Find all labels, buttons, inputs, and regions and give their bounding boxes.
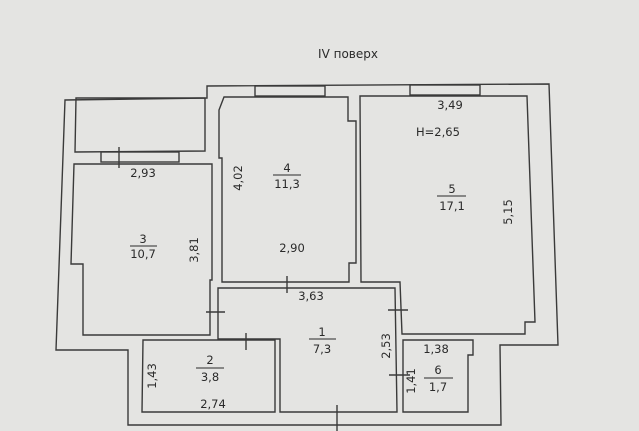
svg-text:3,8: 3,8 xyxy=(201,370,219,384)
svg-text:1: 1 xyxy=(318,325,325,339)
ceiling-height: H=2,65 xyxy=(416,125,460,139)
room-label-4: 4 11,3 xyxy=(273,161,301,191)
room-1 xyxy=(217,287,398,413)
dim-room3-height: 3,81 xyxy=(187,237,201,263)
room-6 xyxy=(402,339,474,413)
dim-room1-width: 3,63 xyxy=(298,289,324,303)
svg-text:17,1: 17,1 xyxy=(439,199,465,213)
dim-room2-height: 1,43 xyxy=(145,363,159,389)
room-label-3: 3 10,7 xyxy=(130,232,157,261)
svg-text:1,7: 1,7 xyxy=(429,380,447,394)
dim-room5-height: 5,15 xyxy=(501,199,515,225)
room-2 xyxy=(141,339,276,413)
dim-room1-height: 2,53 xyxy=(379,333,393,359)
svg-text:11,3: 11,3 xyxy=(274,177,300,191)
svg-text:4: 4 xyxy=(283,161,290,175)
room-label-6: 6 1,7 xyxy=(424,363,453,394)
room-label-1: 1 7,3 xyxy=(309,325,336,356)
window xyxy=(100,151,180,163)
window xyxy=(409,84,481,96)
outer-wall xyxy=(55,83,559,426)
svg-text:10,7: 10,7 xyxy=(130,247,156,261)
dim-room6-height: 1,41 xyxy=(404,368,418,394)
dim-room2-width: 2,74 xyxy=(200,397,226,411)
dim-room4-height: 4,02 xyxy=(231,165,245,191)
dim-room4-width: 2,90 xyxy=(279,241,305,255)
door-marks xyxy=(118,147,410,431)
room-4 xyxy=(218,96,357,283)
svg-text:3: 3 xyxy=(139,232,146,246)
svg-text:5: 5 xyxy=(448,182,455,196)
room-5 xyxy=(359,95,536,335)
room-label-2: 2 3,8 xyxy=(196,353,224,384)
svg-text:2: 2 xyxy=(206,353,213,367)
svg-text:7,3: 7,3 xyxy=(313,342,331,356)
window xyxy=(254,85,326,97)
floor-title: IV поверх xyxy=(318,47,378,61)
dim-room6-width: 1,38 xyxy=(423,342,449,356)
dim-room3-width: 2,93 xyxy=(130,166,156,180)
svg-text:6: 6 xyxy=(434,363,441,377)
dim-room5-width: 3,49 xyxy=(437,98,463,112)
room-label-5: 5 17,1 xyxy=(437,182,466,213)
balcony xyxy=(74,97,206,153)
room-3 xyxy=(70,163,213,336)
